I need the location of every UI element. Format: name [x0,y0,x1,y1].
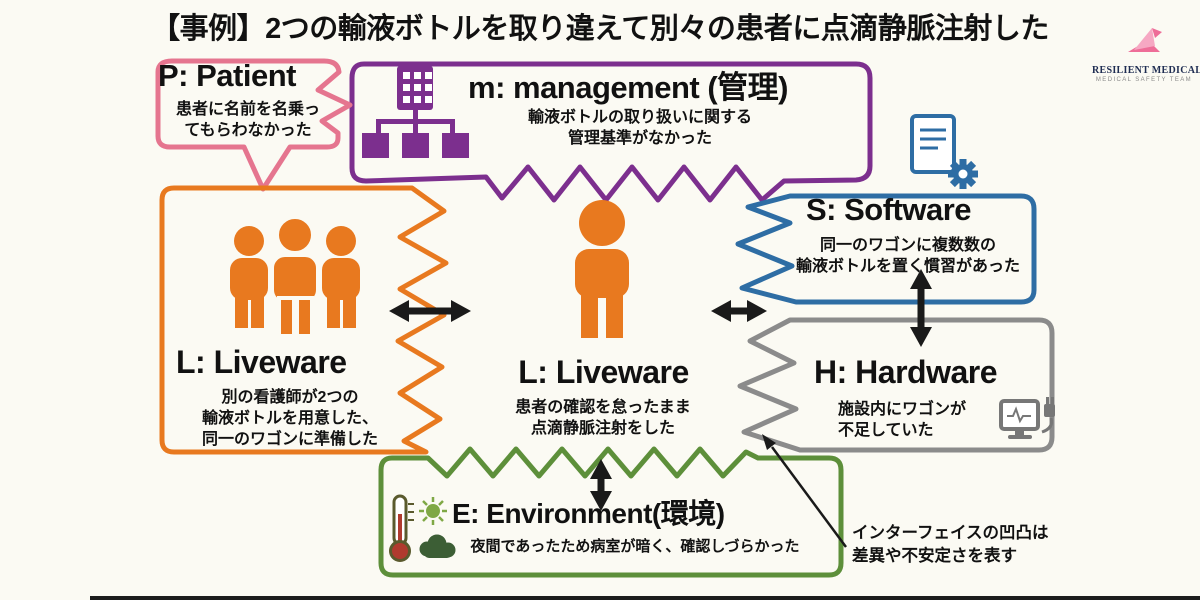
liveware-center-body: 患者の確認を怠ったまま 点滴静脈注射をした [515,399,691,437]
environment-box-outline [378,446,844,578]
org-chart-icon [362,66,469,158]
hardware-box-body: 施設内にワゴンが 不足していた [838,401,967,439]
liveware-left-box-outline [159,185,449,455]
document-icon [910,114,956,174]
logo: RESILIENT MEDICAL MEDICAL SAFETY TEAM [1092,26,1200,83]
annotation-arrow [762,434,848,548]
software-box-body: 同一のワゴンに複数数の 輸液ボトルを置く慣習があった [795,237,1020,275]
environment-box-body: 夜間であったため病室が暗く、確認しづらかった [470,538,800,555]
bird-icon [1128,28,1162,52]
hardware-box-title: H: Hardware [814,354,998,390]
thermometer-icon [389,494,414,562]
hardware-box-outline [737,317,1055,453]
management-box-body: 輸液ボトルの取り扱いに関する 管理基準がなかった [527,109,752,147]
monitor-plug-icon [999,397,1055,439]
logo-name: RESILIENT MEDICAL [1092,65,1200,76]
patient-box-outline [155,58,353,192]
gear-icon [948,159,978,189]
software-box-outline [735,193,1037,305]
management-box-outline [349,61,873,203]
annotation-text: インターフェイスの凹凸は 差異や不安定さを表す [852,524,1049,566]
software-box-title: S: Software [806,192,972,227]
logo-tagline: MEDICAL SAFETY TEAM [1095,77,1193,83]
management-box-title: m: management (管理) [468,70,788,105]
environment-box-title: E: Environment(環境) [452,498,725,529]
cloud-icon [419,534,456,558]
liveware-left-box-body: 別の看護師が2つの 輸液ボトルを用意した、 同一のワゴンに準備した [201,389,378,448]
liveware-left-box-title: L: Liveware [176,344,347,380]
person-icon [575,200,629,338]
patient-box-title: P: Patient [158,58,296,93]
page-title: 【事例】2つの輸液ボトルを取り違えて別々の患者に点滴静脈注射した [151,13,1049,45]
people-group-icon [230,215,360,338]
patient-box-body: 患者に名前を名乗っ てもらわなかった [175,101,320,139]
bottom-edge-bar [90,596,1200,600]
liveware-center-title: L: Liveware [518,354,689,390]
sun-icon [419,497,447,525]
interface-arrows [389,269,932,511]
